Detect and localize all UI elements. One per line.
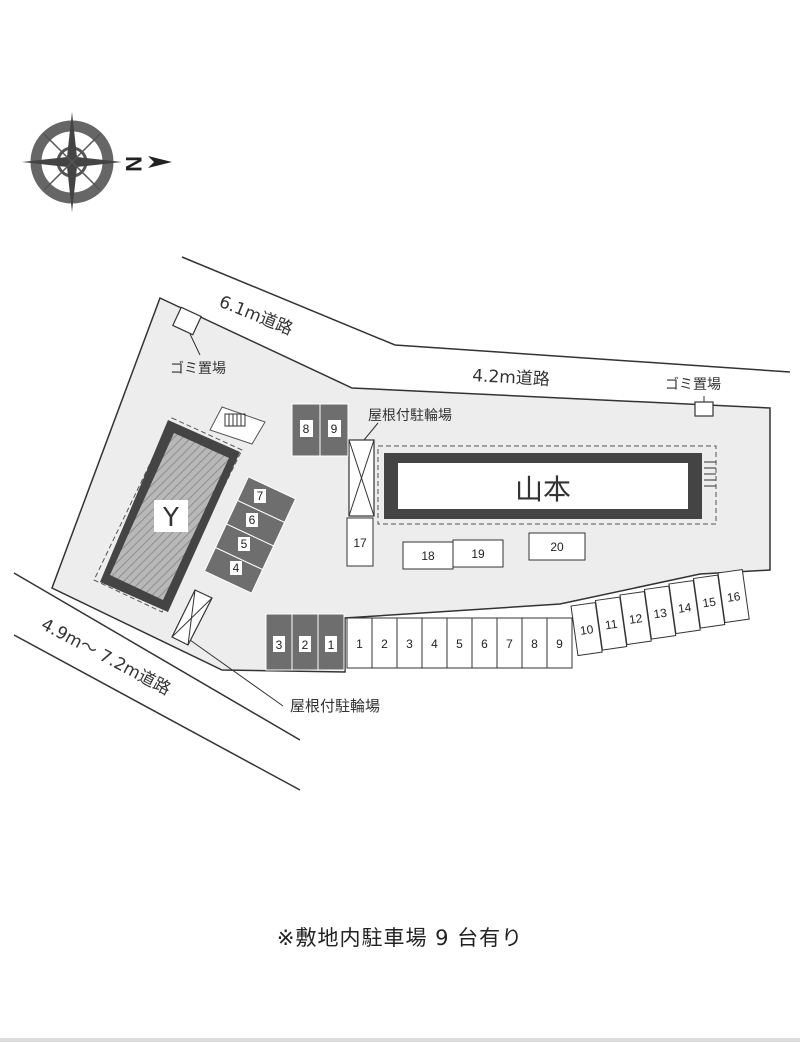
- parking-space: 15: [692, 574, 726, 629]
- parking-number: 8: [531, 637, 538, 651]
- parking-number: 1: [328, 638, 335, 652]
- parking-space: 1: [346, 617, 373, 669]
- road-label-north-east: 4.2m道路: [472, 366, 551, 390]
- parking-space: 5: [446, 617, 473, 669]
- parking-west-top: 8 9: [291, 403, 349, 457]
- parking-number: 5: [456, 637, 463, 651]
- stair-icon: [209, 406, 266, 445]
- parking-number: 14: [677, 600, 692, 616]
- parking-number: 7: [506, 637, 513, 651]
- parking-space: 16: [717, 569, 750, 624]
- parking-space: [528, 532, 586, 561]
- parking-number: 11: [604, 617, 619, 633]
- parking-space: 9: [546, 617, 573, 669]
- building-yamamoto: 山本: [377, 445, 717, 525]
- parking-number: 18: [421, 549, 435, 563]
- bike-shed-label-south: 屋根付駐輪場: [290, 697, 380, 715]
- parking-number: 5: [241, 537, 248, 551]
- parking-number: 2: [381, 637, 388, 651]
- parking-space: [346, 517, 374, 567]
- parking-space: 13: [643, 585, 677, 640]
- parking-number: 12: [628, 611, 643, 627]
- parking-number: 6: [249, 513, 256, 527]
- garbage-label-east: ゴミ置場: [665, 376, 721, 393]
- parking-space: 3: [396, 617, 423, 669]
- parking-east-inner: 17 18 19 20: [346, 517, 586, 570]
- parking-number: 6: [481, 637, 488, 651]
- garbage-box-east: [694, 401, 714, 417]
- parking-number: 9: [556, 637, 563, 651]
- parking-space: 6: [471, 617, 498, 669]
- parking-space: 14: [668, 580, 701, 635]
- parking-space: 4: [421, 617, 448, 669]
- parking-space: [452, 539, 504, 568]
- garbage-box-west: [172, 306, 202, 336]
- building-yamamoto-label: 山本: [515, 473, 571, 506]
- parking-space: 2: [371, 617, 398, 669]
- parking-number: 8: [303, 422, 310, 436]
- building-y: Y: [93, 417, 243, 613]
- bike-shed-south: 屋根付駐輪場: [171, 589, 380, 715]
- parking-number: 3: [406, 637, 413, 651]
- parking-west-bottom: 3 2 1: [265, 613, 345, 671]
- compass-icon: N: [22, 112, 172, 212]
- parking-number: 17: [353, 536, 367, 550]
- road-edges: [13, 256, 791, 791]
- parking-number: 2: [302, 638, 309, 652]
- parking-west-diag: 7 6 5 4: [203, 476, 297, 594]
- bike-shed-label-north: 屋根付駐輪場: [368, 407, 452, 424]
- parking-number: 13: [653, 606, 668, 622]
- parking-number: 3: [276, 638, 283, 652]
- parking-footnote: ※敷地内駐車場 9 台有り: [276, 926, 524, 950]
- parking-number: 4: [233, 561, 240, 575]
- parking-number: 7: [257, 489, 264, 503]
- parking-number: 10: [579, 622, 594, 638]
- parking-number: 9: [331, 422, 338, 436]
- parking-space: 10: [570, 602, 603, 657]
- parking-space: 12: [619, 591, 652, 646]
- parking-number: 4: [431, 637, 438, 651]
- building-y-label: Y: [162, 503, 179, 533]
- garbage-label-west: ゴミ置場: [170, 360, 226, 377]
- parking-number: 16: [726, 589, 741, 605]
- parking-number: 1: [356, 637, 363, 651]
- parking-number: 20: [550, 540, 564, 554]
- parking-space: 8: [521, 617, 548, 669]
- parking-space: 11: [594, 596, 628, 651]
- parking-space: 7: [496, 617, 523, 669]
- north-letter: N: [121, 156, 146, 172]
- bike-shed-north: 屋根付駐輪場: [348, 407, 452, 517]
- parking-number: 19: [471, 547, 485, 561]
- parking-number: 15: [702, 595, 717, 611]
- garbage-leader-west: [189, 333, 201, 356]
